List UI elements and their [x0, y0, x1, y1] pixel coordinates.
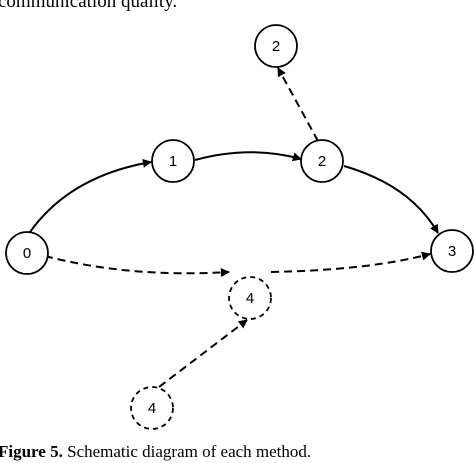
node-0: 0 [5, 231, 49, 275]
figure-caption-lead: Figure 5. [0, 442, 63, 461]
top-caption: communication quality. [0, 0, 178, 12]
node-1: 1 [151, 139, 195, 183]
node-0-label: 0 [23, 245, 31, 262]
node-4: 4 [228, 276, 272, 320]
node-1-label: 1 [169, 153, 177, 170]
edge-4b-to-4 [158, 319, 248, 388]
figure-caption: Figure 5. Schematic diagram of each meth… [0, 441, 311, 463]
figure-caption-text: Schematic diagram of each method. [62, 442, 312, 461]
node-2-top-label: 2 [272, 38, 280, 55]
node-3-label: 3 [448, 243, 456, 260]
node-4-bottom: 4 [130, 386, 174, 430]
node-4-label: 4 [246, 290, 254, 307]
node-3: 3 [430, 229, 474, 273]
network-diagram: 0 1 2 2 3 4 4 [5, 24, 474, 430]
edge-0-to-1 [29, 158, 152, 233]
edge-2-to-2-top [277, 67, 319, 142]
node-2: 2 [300, 139, 344, 183]
node-4-bottom-label: 4 [148, 400, 156, 417]
node-2-top: 2 [254, 24, 298, 68]
edge-1-to-2 [194, 151, 302, 162]
edge-2-to-3 [343, 165, 439, 234]
node-2-label: 2 [318, 153, 326, 170]
edge-0-to-4 [44, 255, 230, 277]
edge-4-to-3 [270, 251, 431, 273]
